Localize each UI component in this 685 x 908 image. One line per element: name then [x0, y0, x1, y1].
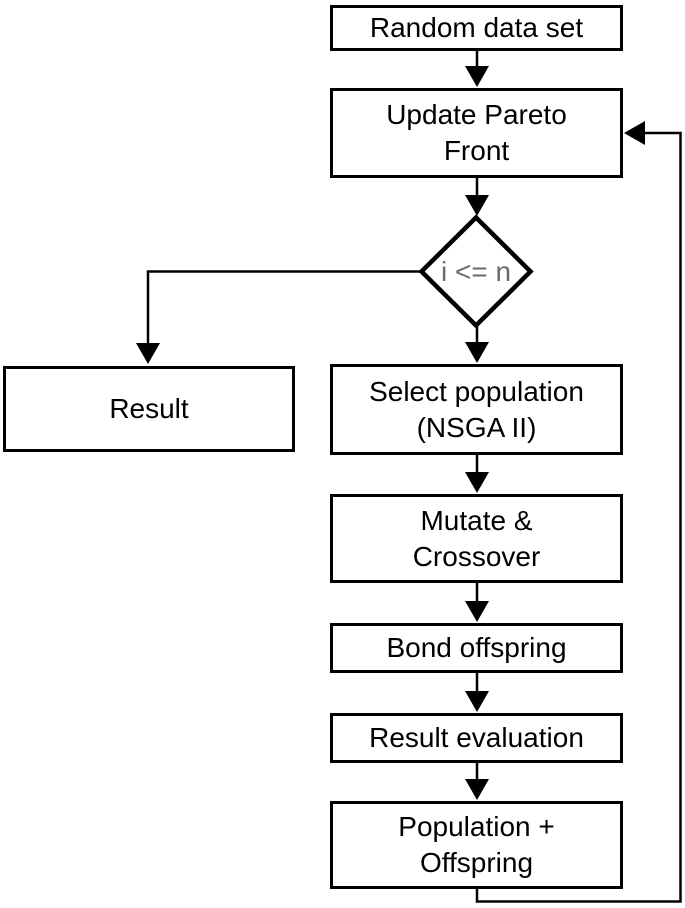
decision-condition-label: i <= n	[440, 256, 512, 287]
node-bond-offspring: Bond offspring	[330, 623, 623, 673]
arrowhead-decision-to-select	[465, 342, 489, 363]
node-update-pareto-front: Update Pareto Front	[330, 88, 623, 178]
arrowhead-update-to-decision	[465, 195, 489, 216]
decision-diamond-shape	[418, 214, 534, 329]
arrowhead-mutate-to-bond	[465, 601, 489, 622]
arrowhead-population-to-update-loop	[624, 121, 645, 145]
node-random-data-set: Random data set	[330, 5, 623, 51]
node-result: Result	[3, 366, 295, 452]
arrowhead-evaluation-to-population	[465, 779, 489, 800]
node-population-offspring: Population + Offspring	[330, 801, 623, 889]
node-select-population: Select population (NSGA II)	[330, 364, 623, 455]
arrowhead-select-to-mutate	[465, 472, 489, 493]
arrowhead-bond-to-evaluation	[465, 691, 489, 712]
edge-population-to-update-loop	[475, 131, 682, 903]
arrowhead-random-to-update	[465, 66, 489, 87]
node-mutate-crossover: Mutate & Crossover	[330, 494, 623, 583]
arrowhead-decision-to-result	[136, 343, 160, 364]
node-result-evaluation: Result evaluation	[330, 713, 623, 763]
edge-decision-to-result	[146, 270, 423, 350]
